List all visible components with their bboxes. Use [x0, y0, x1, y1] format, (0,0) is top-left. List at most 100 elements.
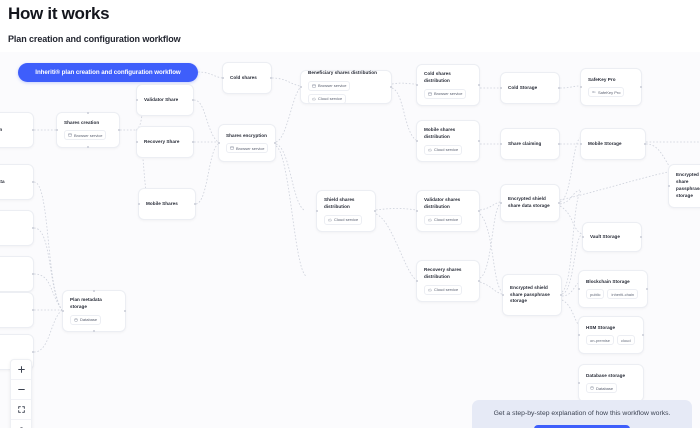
badge-cloud-service: Cloud service — [424, 144, 463, 155]
node-title: Mobile shares distribution — [424, 127, 456, 139]
node-title: Validator shares distribution — [424, 197, 461, 209]
badge-label: Cloud service — [434, 217, 459, 223]
node-title: Recovery Share — [144, 138, 180, 144]
node-hsm-storage[interactable]: HSM Storage on-premise cloud — [578, 316, 644, 354]
badge-label: Browser service — [318, 83, 347, 89]
badge-database: Database — [70, 314, 102, 325]
handle-left — [416, 84, 418, 86]
node-left-ation-1[interactable]: ...ation — [0, 256, 34, 292]
page-title: How it works — [8, 4, 110, 23]
node-title: Mobile Storage — [588, 140, 622, 146]
badge-browser-service: Browser service — [424, 88, 467, 99]
node-badges: Database — [586, 383, 636, 394]
key-icon — [592, 91, 596, 94]
badge-browser-service: Browser service — [226, 143, 269, 154]
node-title: SafeKey Pro — [588, 76, 616, 82]
node-shares-creation[interactable]: Shares creation Browser service — [56, 112, 120, 148]
fit-view-button[interactable] — [11, 400, 31, 420]
lock-icon — [19, 426, 23, 428]
cloud-icon — [328, 218, 332, 222]
handle-right — [274, 142, 276, 144]
node-vault-storage[interactable]: Vault Storage — [582, 222, 642, 252]
workflow-canvas[interactable]: Inheriti® plan creation and configuratio… — [0, 52, 700, 428]
node-badges: Database — [70, 314, 118, 325]
node-badges: on-premise cloud — [586, 335, 636, 346]
node-cold-storage[interactable]: Cold Storage — [500, 72, 560, 104]
zoom-in-button[interactable] — [11, 360, 31, 380]
badge-cloud-service: Cloud service — [308, 93, 347, 104]
node-badges: Cloud service — [424, 214, 472, 225]
node-validator-share[interactable]: Validator Share — [136, 84, 194, 116]
handle-right — [478, 84, 480, 86]
handle-right — [558, 87, 560, 89]
start-explanation-tour-button[interactable]: Start explanation tour — [533, 425, 631, 428]
node-left-ation-2[interactable]: ...ation — [0, 292, 34, 328]
node-title: Blockchain Storage — [586, 278, 630, 284]
node-badges: Cloud service — [424, 144, 472, 155]
lock-button[interactable] — [11, 420, 31, 428]
handle-left — [578, 288, 580, 290]
node-title: ...ries — [0, 349, 26, 356]
root-node-label: Inheriti® plan creation and configuratio… — [35, 69, 181, 76]
handle-right — [646, 288, 648, 290]
node-mobile-shares[interactable]: Mobile Shares — [138, 188, 196, 220]
handle-right — [478, 210, 480, 212]
node-title: Plan metadata storage — [70, 297, 102, 309]
node-encrypted-share-passphrase-storage[interactable]: Encrypted share passphrase storage — [668, 164, 700, 208]
node-validator-shares-distribution[interactable]: Validator shares distribution Cloud serv… — [416, 190, 480, 232]
handle-left — [316, 210, 318, 212]
node-encrypted-shield-share-passphrase-storage[interactable]: Encrypted shield share passphrase storag… — [502, 274, 562, 316]
node-left-metadata[interactable]: ...metadata — [0, 164, 34, 200]
node-title: ...ation — [0, 271, 26, 278]
node-cold-shares[interactable]: Cold shares — [222, 62, 272, 94]
handle-left — [578, 334, 580, 336]
plus-icon — [17, 366, 25, 373]
canvas-toolbar[interactable] — [10, 359, 32, 428]
node-cold-shares-distribution[interactable]: Cold shares distribution Browser service — [416, 64, 480, 106]
node-title: ...creation — [0, 126, 3, 132]
badge-label: Browser service — [434, 91, 463, 97]
handle-left — [300, 86, 302, 88]
handle-right — [644, 143, 646, 145]
node-shield-shares-distribution[interactable]: Shield shares distribution Cloud service — [316, 190, 376, 232]
node-title: HSM Storage — [586, 324, 616, 330]
handle-bottom — [87, 146, 89, 148]
handle-left — [56, 129, 58, 131]
node-mobile-shares-distribution[interactable]: Mobile shares distribution Cloud service — [416, 120, 480, 162]
handle-right — [32, 227, 34, 229]
handle-left — [500, 143, 502, 145]
node-left-creation[interactable]: ...creation — [0, 112, 34, 148]
node-safekey-pro[interactable]: SafeKey Pro SafeKey Pro — [580, 68, 642, 106]
handle-left — [500, 87, 502, 89]
node-encrypted-shield-share-data-storage[interactable]: Encrypted shield share data storage — [500, 184, 560, 222]
handle-right — [32, 129, 34, 131]
node-badges: public inheriti-chain — [586, 289, 640, 300]
zoom-out-button[interactable] — [11, 380, 31, 400]
node-title: Cold shares — [230, 74, 257, 80]
node-title: Share claiming — [508, 140, 542, 146]
node-plan-metadata-storage[interactable]: Plan metadata storage Database — [62, 290, 126, 332]
root-node-plan-workflow[interactable]: Inheriti® plan creation and configuratio… — [18, 63, 198, 82]
node-title: Encrypted share passphrase storage — [676, 172, 700, 198]
node-left-blank[interactable] — [0, 210, 34, 246]
node-share-claiming[interactable]: Share claiming — [500, 128, 560, 160]
badge-cloud: cloud — [617, 335, 635, 346]
handle-right — [558, 143, 560, 145]
explanation-tour-panel: Get a step-by-step explanation of how th… — [472, 400, 692, 428]
node-title: Shield shares distribution — [324, 197, 355, 209]
node-blockchain-storage[interactable]: Blockchain Storage public inheriti-chain — [578, 270, 648, 308]
node-recovery-share[interactable]: Recovery Share — [136, 126, 194, 158]
badge-safekey-pro: SafeKey Pro — [588, 87, 625, 98]
node-mobile-storage[interactable]: Mobile Storage — [580, 128, 646, 160]
node-badges: Cloud service — [424, 284, 472, 295]
cloud-icon — [428, 288, 432, 292]
node-title: Mobile Shares — [146, 200, 178, 206]
handle-left — [582, 236, 584, 238]
node-recovery-shares-distribution[interactable]: Recovery shares distribution Cloud servi… — [416, 260, 480, 302]
handle-right — [192, 99, 194, 101]
database-icon — [590, 386, 594, 391]
node-database-storage[interactable]: Database storage Database — [578, 364, 644, 402]
node-beneficiary-shares-distribution[interactable]: Beneficiary shares distribution Browser … — [300, 70, 392, 104]
node-shares-encryption[interactable]: Shares encryption Browser service — [218, 124, 276, 162]
